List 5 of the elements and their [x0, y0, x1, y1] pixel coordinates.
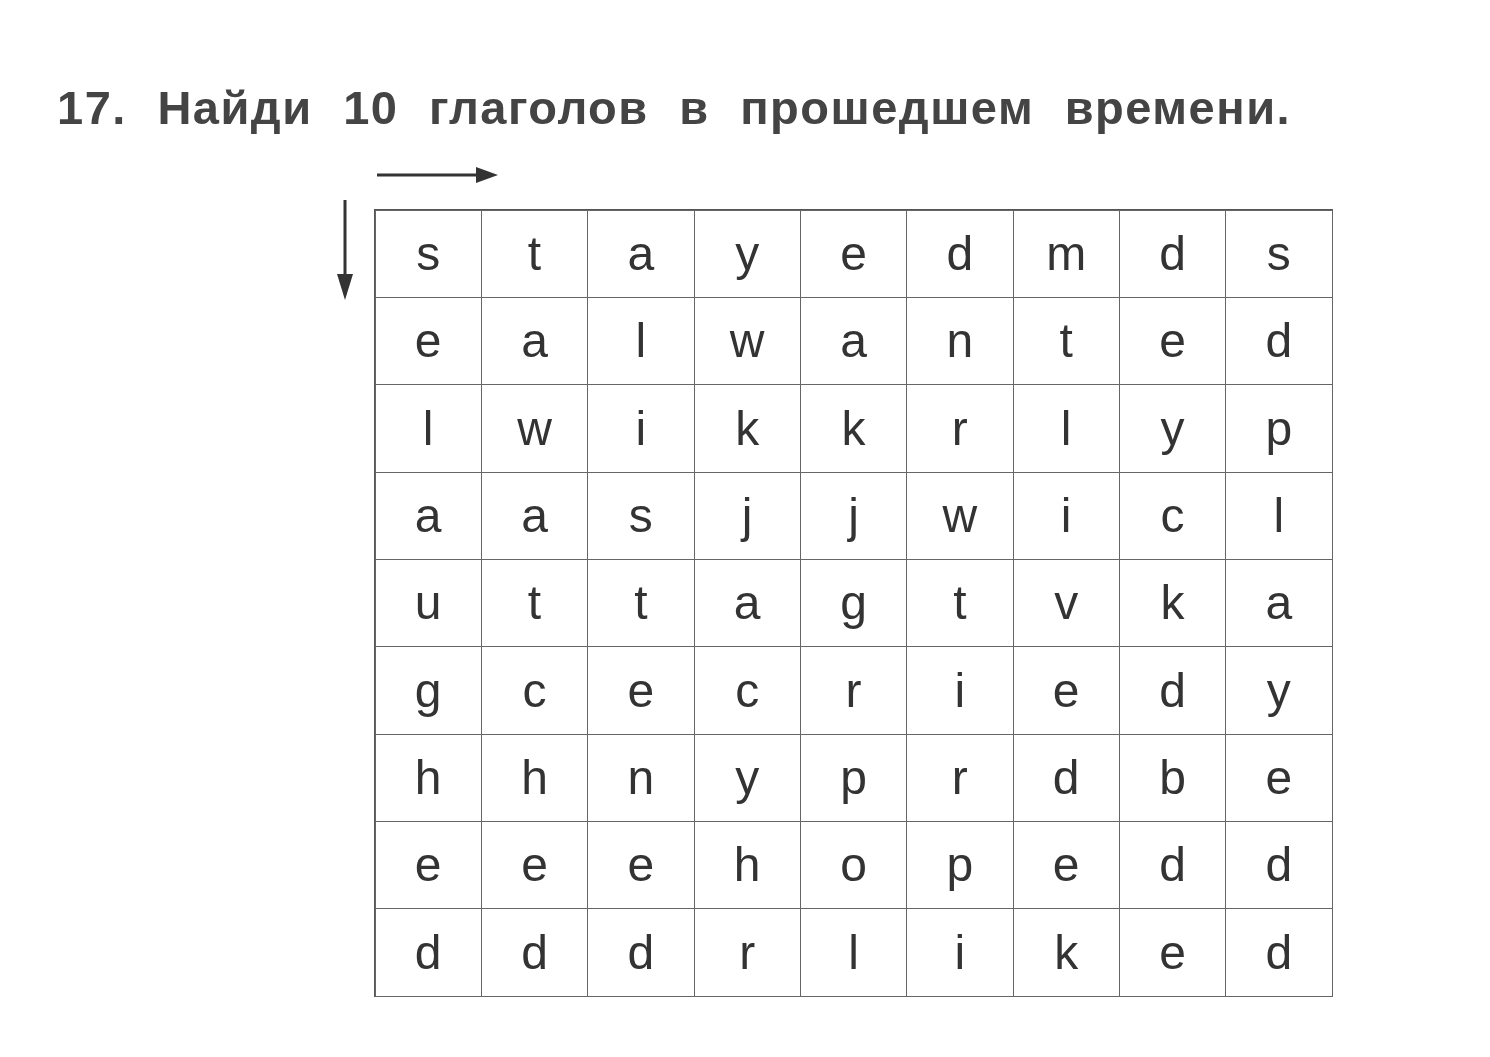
letter-cell: s: [1225, 209, 1333, 298]
exercise-title: 17. Найди 10 глаголов в прошедшем времени.: [57, 80, 1292, 135]
letter-cell: d: [1225, 908, 1333, 997]
letter-cell: s: [374, 209, 482, 298]
letter-cell: d: [374, 908, 482, 997]
